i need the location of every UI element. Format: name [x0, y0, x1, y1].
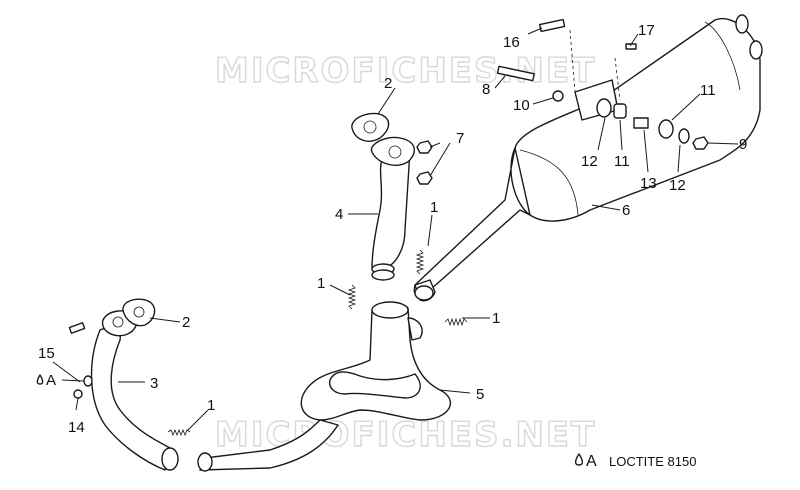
- left-hardware: [68, 322, 93, 399]
- callout-4: 4: [335, 206, 343, 223]
- front-header-pipe: [351, 112, 416, 281]
- collector-pipe: [197, 301, 452, 472]
- nuts: [416, 140, 433, 185]
- callout-14: 14: [68, 419, 85, 436]
- loctite-drop-icon: [36, 374, 44, 385]
- callout-17: 17: [638, 22, 655, 39]
- watermark-top: MICROFICHES.NET: [215, 51, 596, 91]
- callout-labels: 1 1 1 1 2 2 3 4 5 6 7 8 9 10 11 11 12 12…: [36, 22, 747, 436]
- callout-12b: 12: [669, 177, 686, 194]
- legend-drop-icon: [574, 453, 584, 466]
- callout-1a: 1: [430, 199, 438, 216]
- callout-16: 16: [503, 34, 520, 51]
- callout-10: 10: [513, 97, 530, 114]
- springs: [167, 249, 468, 437]
- callout-9: 9: [739, 136, 747, 153]
- callout-8: 8: [482, 81, 490, 98]
- callout-1b: 1: [317, 275, 325, 292]
- callout-A: A: [46, 372, 56, 389]
- legend-symbol: A: [586, 453, 597, 470]
- callout-6: 6: [622, 202, 630, 219]
- legend: A LOCTITE 8150: [574, 453, 696, 470]
- legend-text: LOCTITE 8150: [609, 454, 696, 469]
- callout-2a: 2: [384, 75, 392, 92]
- callout-13: 13: [640, 175, 657, 192]
- rear-header-pipe: [90, 298, 179, 471]
- callout-1c: 1: [492, 310, 500, 327]
- callout-11a: 11: [700, 82, 716, 99]
- callout-3: 3: [150, 375, 158, 392]
- callout-11b: 11: [614, 153, 630, 170]
- leader-lines: [52, 27, 739, 431]
- callout-12a: 12: [581, 153, 598, 170]
- callout-2b: 2: [182, 314, 190, 331]
- callout-5: 5: [476, 386, 484, 403]
- callout-1d: 1: [207, 397, 215, 414]
- callout-15: 15: [38, 345, 55, 362]
- callout-7: 7: [456, 130, 464, 147]
